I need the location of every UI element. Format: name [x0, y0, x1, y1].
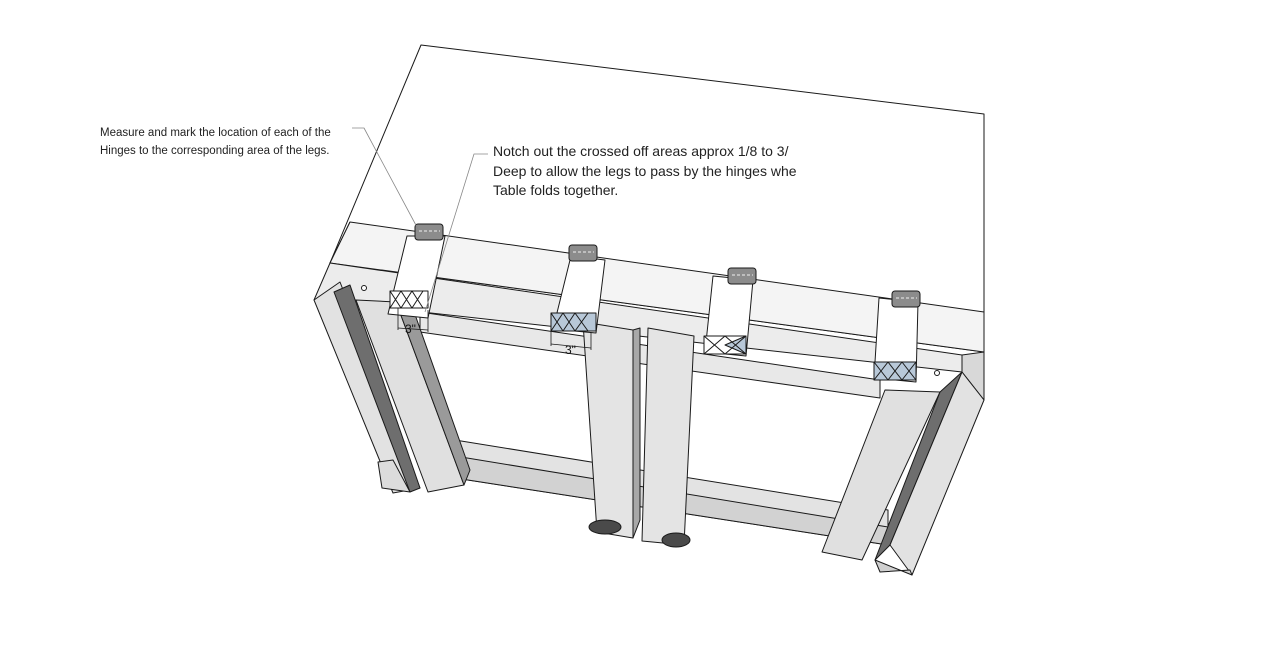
right-leg	[821, 389, 941, 561]
measure-annotation: Measure and mark the location of each of…	[100, 124, 331, 160]
leader-left	[352, 127, 419, 230]
notch-area-3	[703, 335, 747, 355]
hinge-4	[891, 290, 921, 308]
notch-annotation: Notch out the crossed off areas approx 1…	[493, 142, 797, 201]
dimension-left	[397, 308, 429, 332]
leader-right	[424, 153, 488, 313]
hinge-3	[727, 267, 757, 285]
center-foot-left	[588, 519, 622, 535]
hinge-2	[568, 244, 598, 262]
notch-annotation-line-3: Table folds together.	[493, 182, 619, 198]
notch-area-4	[873, 361, 917, 381]
center-foot-right	[661, 532, 691, 548]
left-foot	[377, 459, 411, 493]
notch-annotation-line-2: Deep to allow the legs to pass by the hi…	[493, 162, 797, 179]
left-end-dark	[333, 284, 421, 493]
notch-annotation-line-1: Notch out the crossed off areas approx 1…	[493, 143, 789, 159]
screw-hole-right	[934, 370, 940, 376]
center-leg-left-side	[632, 327, 641, 539]
measure-annotation-line-1: Measure and mark the location of each of…	[100, 127, 331, 139]
dimension-left-label: 3"	[405, 322, 416, 336]
dimension-center-label: 3"	[565, 343, 576, 357]
notch-area-2	[550, 312, 597, 332]
measure-annotation-line-2: Hinges to the corresponding area of the …	[100, 145, 330, 157]
center-leg-left	[582, 321, 634, 539]
notch-area-1	[389, 290, 429, 309]
hinge-1	[414, 223, 444, 241]
right-foot	[874, 559, 913, 576]
dimension-center	[550, 331, 592, 350]
screw-hole-left	[361, 285, 367, 291]
